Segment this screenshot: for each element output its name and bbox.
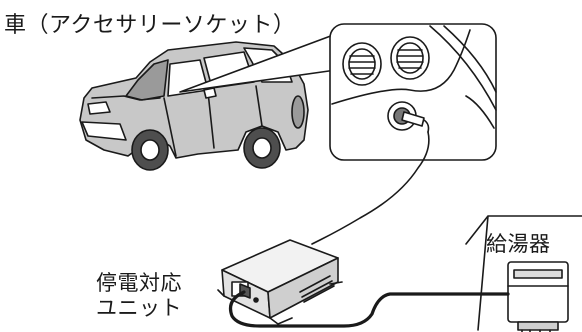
- air-vent-right: [390, 36, 430, 80]
- backup-unit-label-line2: ユニット: [96, 296, 182, 320]
- car-hood-line: [91, 95, 161, 101]
- accessory-socket: [387, 101, 430, 133]
- air-vent-left: [342, 42, 382, 86]
- backup-unit: [217, 239, 343, 325]
- heater-cable: [228, 290, 510, 328]
- water-heater: [507, 261, 569, 332]
- socket-cable: [311, 131, 430, 245]
- car-door-line: [163, 85, 263, 157]
- socket-plug: [401, 111, 425, 127]
- water-heater-wall: [465, 215, 582, 331]
- backup-unit-label-line1: 停電対応: [96, 271, 182, 295]
- dashboard-zoom-panel: [329, 23, 497, 161]
- car-wheel-rear: [243, 127, 281, 169]
- car-label: 車（アクセサリーソケット）: [4, 13, 296, 38]
- car-mirror: [203, 87, 217, 99]
- car-spare-tire: [291, 95, 305, 129]
- car-bumper: [81, 121, 127, 141]
- dashboard-contour: [331, 29, 471, 105]
- car-wheel-front: [131, 129, 169, 171]
- water-heater-label: 給湯器: [486, 232, 551, 256]
- car-headlight: [87, 101, 111, 115]
- steering-wheel: [429, 25, 497, 111]
- wall-outline: [465, 215, 582, 331]
